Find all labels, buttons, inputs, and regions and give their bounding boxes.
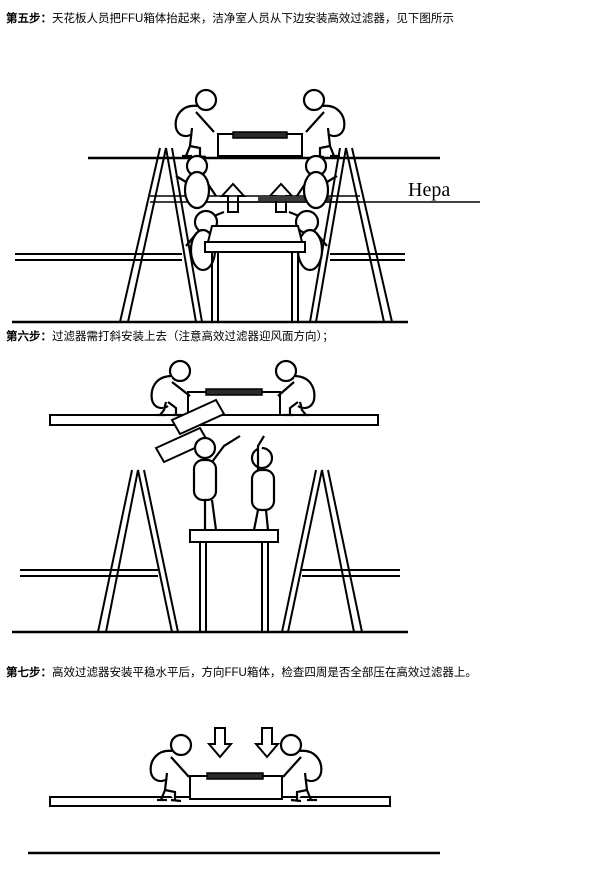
step-5-label: 第五步：	[6, 13, 52, 25]
step-6-paragraph: 第六步：过滤器需打斜安装上去（注意高效过滤器迎风面方向）；	[6, 330, 334, 344]
worker-slab-left	[150, 359, 192, 417]
step-5-paragraph: 第五步：天花板人员把FFU箱体抬起来，洁净室人员从下边安装高效过滤器，见下图所示	[6, 12, 454, 26]
ffu-box-step-7	[189, 772, 283, 800]
worker-upper-left	[174, 88, 218, 159]
worker-press-left	[149, 733, 193, 803]
worker-ladder-right-bottom	[288, 209, 328, 272]
worker-ladder-left-top	[175, 154, 217, 210]
figure-step-5: Hepa	[0, 36, 602, 328]
worker-platform-left	[192, 435, 241, 531]
ladder-right	[309, 147, 405, 323]
ladder-right-step-6	[281, 469, 400, 633]
worker-slab-right	[274, 359, 316, 417]
up-arrow-left	[219, 182, 247, 213]
ffu-box-upper	[217, 131, 303, 157]
figure-step-7	[0, 700, 602, 870]
ladder-left	[15, 147, 203, 323]
step-7-paragraph: 第七步：高效过滤器安装平稳水平后，方向FFU箱体，检查四周是否全部压在高效过滤器…	[6, 666, 477, 680]
worker-press-right	[279, 733, 323, 803]
step-7-text: 高效过滤器安装平稳水平后，方向FFU箱体，检查四周是否全部压在高效过滤器上。	[52, 667, 477, 679]
hepa-label: Hepa	[408, 179, 450, 201]
down-arrow-right	[253, 727, 281, 759]
worker-ladder-right-top	[296, 154, 338, 210]
step-7-label: 第七步：	[6, 667, 52, 679]
down-arrow-left	[206, 727, 234, 759]
worker-upper-right	[302, 88, 346, 159]
work-platform	[189, 529, 279, 632]
step-5-text: 天花板人员把FFU箱体抬起来，洁净室人员从下边安装高效过滤器，见下图所示	[52, 13, 454, 25]
hepa-filter-unit	[204, 225, 306, 322]
figure-step-6	[0, 352, 602, 662]
step-6-label: 第六步：	[6, 331, 52, 343]
worker-platform-right	[250, 435, 276, 531]
ladder-left-step-6	[20, 469, 179, 633]
step-6-text: 过滤器需打斜安装上去（注意高效过滤器迎风面方向）；	[52, 331, 334, 343]
